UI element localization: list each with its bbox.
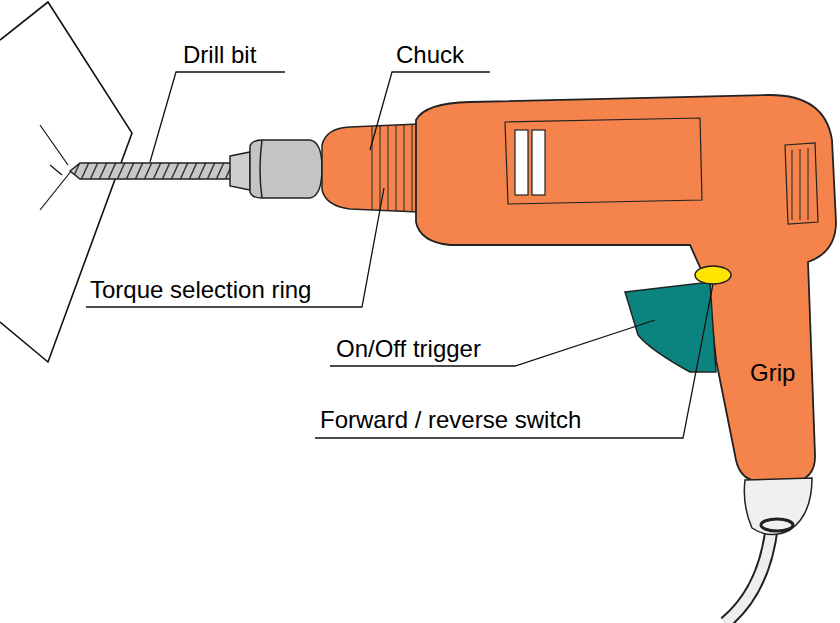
chuck-body — [322, 124, 418, 212]
leader-lines — [86, 72, 713, 438]
drill-bit — [70, 163, 232, 179]
power-cable — [725, 478, 812, 623]
reverse-switch — [695, 266, 731, 284]
part-label: Drill bit — [183, 41, 256, 69]
part-label: Chuck — [396, 41, 464, 69]
part-label-on-body: Grip — [750, 359, 795, 387]
trigger — [625, 282, 716, 372]
workpiece — [0, 2, 132, 362]
part-label: On/Off trigger — [336, 335, 481, 363]
part-label: Forward / reverse switch — [320, 406, 581, 434]
part-label: Torque selection ring — [90, 276, 311, 304]
chuck-jaws — [230, 140, 322, 198]
